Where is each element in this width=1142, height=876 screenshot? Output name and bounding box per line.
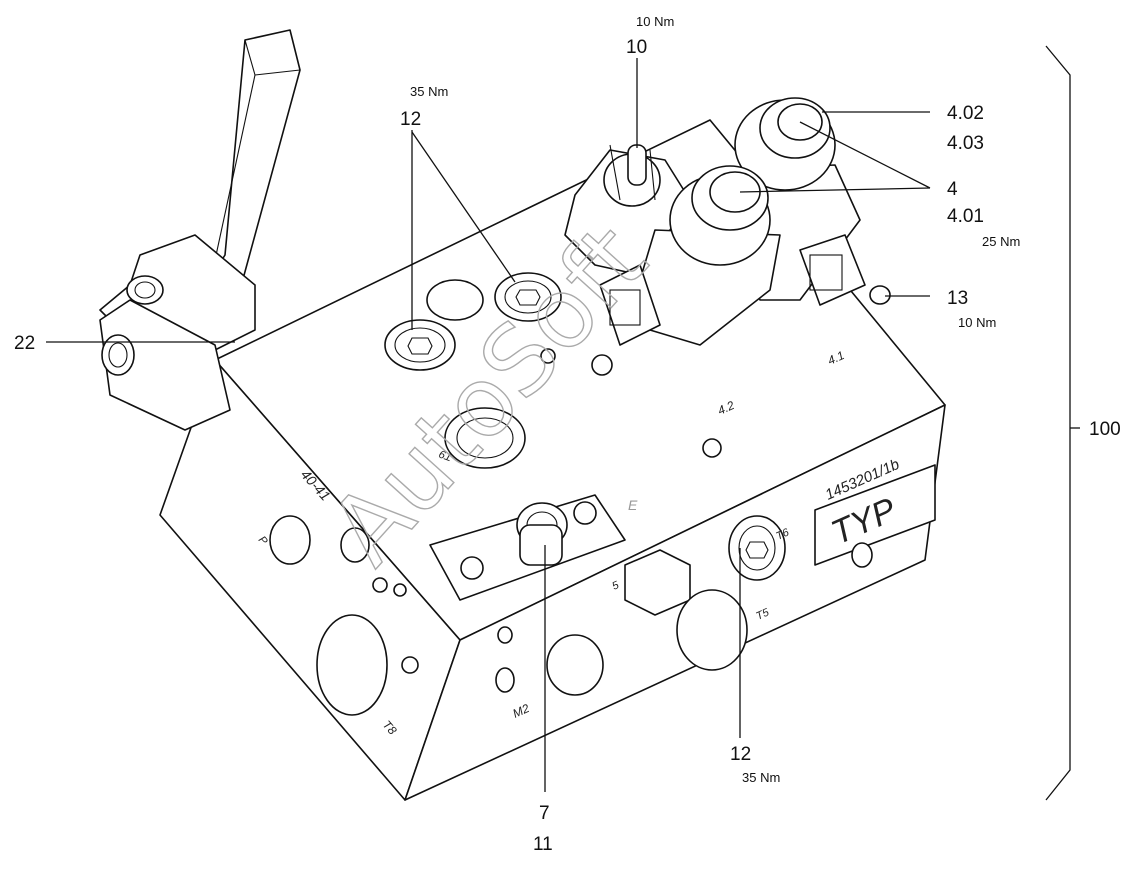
port-front-right: [851, 542, 873, 568]
port-t8: [316, 614, 388, 716]
port-13-plug: [869, 285, 891, 305]
callout-100: 100: [1089, 419, 1121, 440]
top-components: [564, 97, 891, 346]
typ-plate: [814, 464, 936, 566]
callout-22: 22: [14, 333, 35, 354]
lever-base-boss: [101, 334, 135, 376]
stamp-5: 5: [610, 579, 621, 593]
torque-10: 10 Nm: [636, 14, 674, 29]
stamp-e: E: [628, 497, 638, 513]
callout-4-01: 4.01: [947, 206, 984, 227]
callout-4-03: 4.03: [947, 133, 984, 154]
left-face-features: [269, 515, 419, 716]
callout-10: 10: [626, 37, 647, 58]
leader-lines: [46, 45, 1080, 801]
callout-13: 13: [947, 288, 968, 309]
stamp-t9: T9: [438, 447, 454, 463]
stamp-m2: M2: [511, 701, 532, 721]
port-front-small: [495, 667, 515, 693]
port-m2: [546, 634, 604, 696]
port-small-1: [540, 348, 556, 364]
port-small-2: [591, 354, 613, 376]
stamp-t6: T6: [774, 526, 791, 543]
lever-assembly: [99, 29, 301, 431]
port-left-small: [340, 527, 370, 563]
stamp-4-1: 4.1: [826, 348, 847, 368]
stamp-4-2: 4.2: [716, 398, 737, 418]
plug-12-front: [728, 515, 786, 581]
callout-4: 4: [947, 179, 958, 200]
torque-4: 25 Nm: [982, 234, 1020, 249]
port-small-3: [702, 438, 722, 458]
port-recess-1: [426, 279, 484, 321]
lever-base: [99, 299, 231, 431]
connector-right: [799, 234, 866, 306]
top-face-features: [384, 272, 722, 469]
callout-labels: 10 Nm 10 35 Nm 12 4.02 4.03 4 4.01 25 Nm…: [14, 14, 1121, 855]
callout-12-top: 12: [400, 109, 421, 130]
sensor-10-pin: [627, 144, 647, 186]
front-face-features: [429, 464, 936, 696]
plug-12-right: [494, 272, 562, 322]
torque-12-bottom: 35 Nm: [742, 770, 780, 785]
lever-pivot-boss: [126, 275, 164, 305]
torque-13: 10 Nm: [958, 315, 996, 330]
callout-4-02: 4.02: [947, 103, 984, 124]
callout-11: 11: [533, 834, 553, 855]
torque-12-top: 35 Nm: [410, 84, 448, 99]
port-t9: [444, 407, 526, 469]
assembly-bracket-100: [1045, 45, 1071, 801]
port-p: [269, 515, 311, 565]
port-t5: [676, 589, 748, 671]
stamp-t5: T5: [754, 606, 771, 623]
fitting-7-stem: [519, 524, 563, 566]
callout-12-bottom: 12: [730, 744, 751, 765]
callout-7: 7: [539, 803, 550, 824]
